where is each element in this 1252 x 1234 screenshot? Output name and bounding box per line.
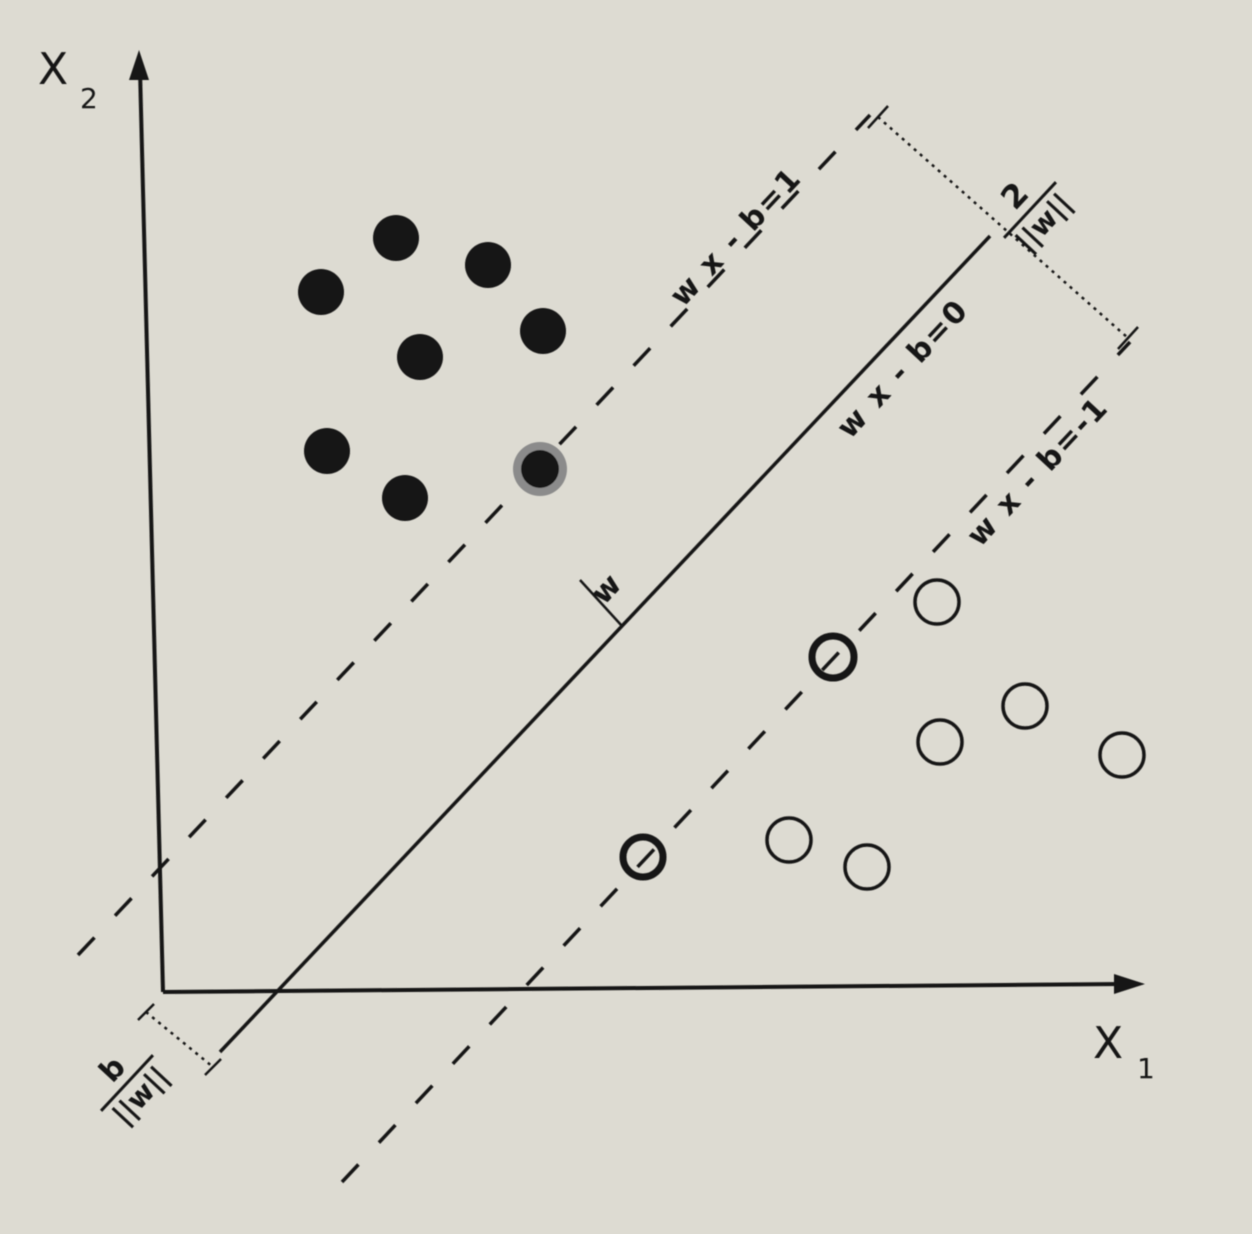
hollow-support-vector: [619, 833, 667, 881]
x-axis: [162, 982, 1123, 994]
normal-vector: [579, 579, 623, 627]
filled-point: [397, 334, 443, 380]
offset-fraction: b ||w||: [93, 1050, 176, 1131]
y-axis: [138, 69, 165, 993]
hollow-point: [913, 578, 961, 626]
hyperplane-label: w x - b=0: [830, 293, 976, 446]
hollow-class-points: [619, 578, 1146, 891]
offset-dimension: [137, 1003, 222, 1076]
filled-point: [373, 215, 419, 261]
x-axis-arrowhead: [1114, 974, 1145, 994]
margin-lower-label: w x - b=-1: [960, 390, 1116, 553]
hollow-point: [916, 718, 964, 766]
y-axis-label: X: [38, 44, 68, 95]
hyperplane-line: [218, 234, 992, 1054]
margin-width-fraction: 2 ||w||: [993, 175, 1078, 259]
hollow-support-vector: [808, 632, 858, 682]
normal-vector-label: w: [584, 567, 629, 611]
filled-point: [298, 269, 344, 315]
x-axis-label-subscript: 1: [1137, 1052, 1155, 1085]
filled-point: [520, 308, 566, 354]
y-axis-label-subscript: 2: [80, 82, 98, 115]
x-axis-label: X: [1093, 1018, 1123, 1069]
hollow-point: [1098, 731, 1146, 779]
filled-support-vector: [521, 450, 559, 488]
filled-point: [382, 475, 428, 521]
hollow-point: [1001, 682, 1049, 730]
margin-line-lower: [340, 340, 1132, 1184]
margin-upper-label: w x - b=1: [663, 161, 809, 314]
hollow-point: [843, 843, 891, 891]
axes: [129, 50, 1145, 994]
hollow-point: [765, 816, 813, 864]
filled-point: [465, 242, 511, 288]
filled-class-points: [298, 215, 567, 521]
y-axis-arrowhead: [129, 50, 149, 80]
filled-point: [304, 428, 350, 474]
margin-width-dimension: [867, 105, 1139, 350]
